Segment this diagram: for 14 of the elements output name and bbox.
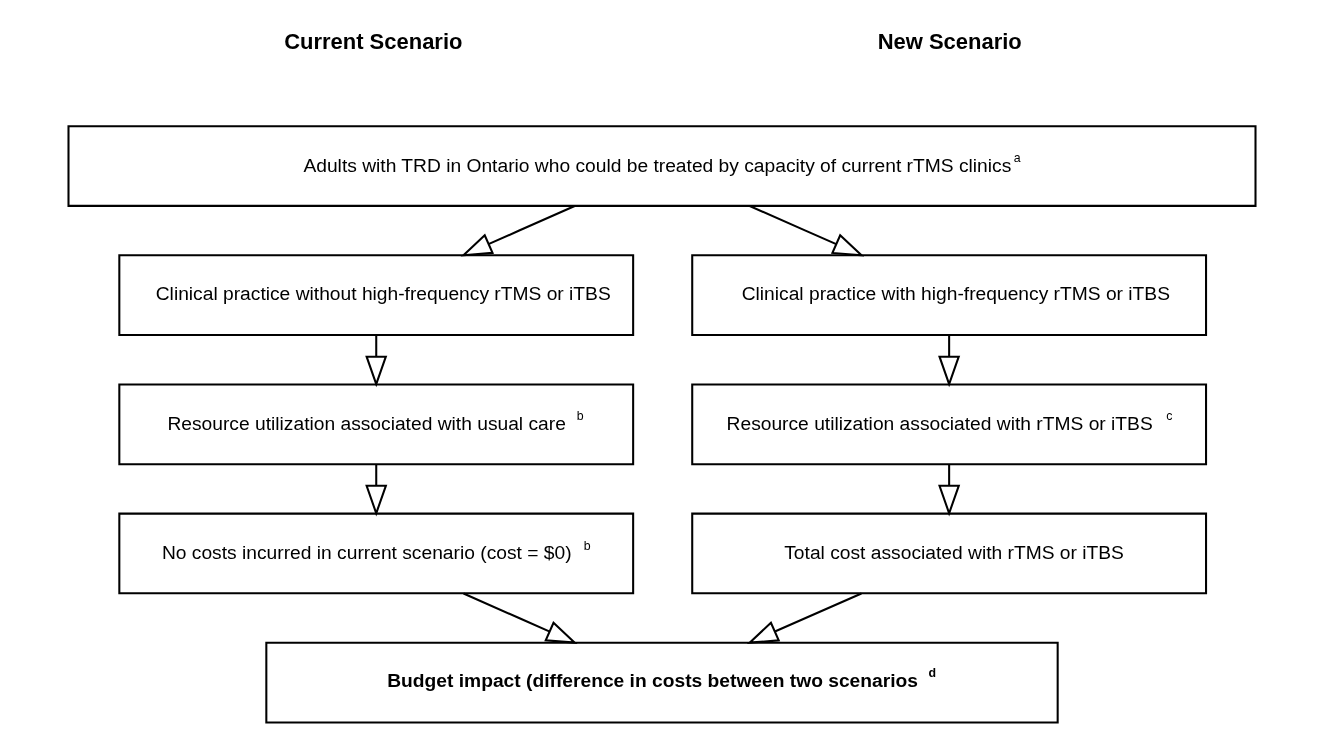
label: Current Scenario [283,28,462,54]
arrow [460,205,575,257]
arrow [462,592,578,644]
node-box: No costs incurred in current scenario (cost = $0)b [117,512,634,595]
label: New Scenario [877,28,1022,54]
arrow [364,464,387,517]
arrow [937,335,960,388]
node-box: Clinical practice with high-frequency rTMS or iTBS [690,254,1207,337]
arrow [937,464,960,517]
arrow [748,205,864,257]
arrow [746,592,862,644]
node-box: Total cost associated with rTMS or iTBS [690,512,1207,595]
node-box: Clinical practice without high-frequency rTMS or iTBS [117,254,634,337]
arrow [364,335,387,388]
